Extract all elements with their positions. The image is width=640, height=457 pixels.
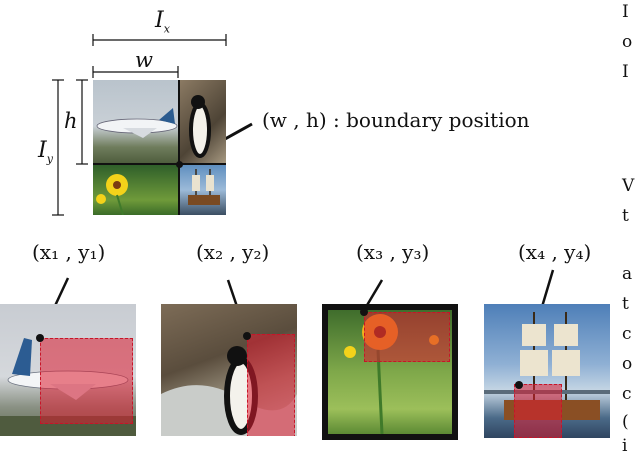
point-marker-1 xyxy=(36,334,44,342)
point-marker-3 xyxy=(360,308,368,316)
mosaic-penguin-tile xyxy=(180,80,226,164)
point-label-1: (x₁ , y₁) xyxy=(32,240,106,264)
crop-region-3 xyxy=(364,312,450,362)
point-label-3: (x₃ , y₃) xyxy=(356,240,430,264)
edge-text-3: I xyxy=(622,62,629,82)
thumbnail-penguin xyxy=(161,304,297,436)
edge-text-12: i xyxy=(622,436,628,456)
boundary-vertical xyxy=(178,80,180,215)
boundary-label: (w , h) : boundary position xyxy=(262,108,530,132)
edge-text-11: ( xyxy=(622,412,629,432)
point-label-4: (x₄ , y₄) xyxy=(518,240,592,264)
boundary-point xyxy=(176,161,183,168)
iy-label: Iy xyxy=(38,138,53,166)
point-marker-2 xyxy=(243,332,251,340)
crop-region-4 xyxy=(514,384,562,438)
edge-text-5: t xyxy=(622,206,629,226)
edge-text-6: a xyxy=(622,264,633,284)
point-label-2: (x₂ , y₂) xyxy=(196,240,270,264)
boundary-horizontal xyxy=(93,163,226,165)
thumbnail-ship xyxy=(484,304,610,438)
mosaic-flower-tile xyxy=(93,165,179,215)
w-label: w xyxy=(135,48,153,72)
edge-text-9: o xyxy=(622,354,633,374)
mosaic-ship-tile xyxy=(180,165,226,215)
edge-text-2: o xyxy=(622,32,633,52)
ix-label: Ix xyxy=(155,8,170,36)
edge-text-1: I xyxy=(622,2,629,22)
mosaic-airplane-tile xyxy=(93,80,179,164)
thumbnail-airplane xyxy=(0,304,136,436)
edge-text-8: c xyxy=(622,324,632,344)
edge-text-7: t xyxy=(622,294,629,314)
thumbnail-flower xyxy=(322,304,458,440)
edge-text-10: c xyxy=(622,384,632,404)
crop-region-1 xyxy=(40,338,133,424)
edge-text-4: V xyxy=(622,176,635,196)
point-marker-4 xyxy=(515,381,523,389)
crop-region-2 xyxy=(247,334,295,436)
h-label: h xyxy=(64,109,78,133)
